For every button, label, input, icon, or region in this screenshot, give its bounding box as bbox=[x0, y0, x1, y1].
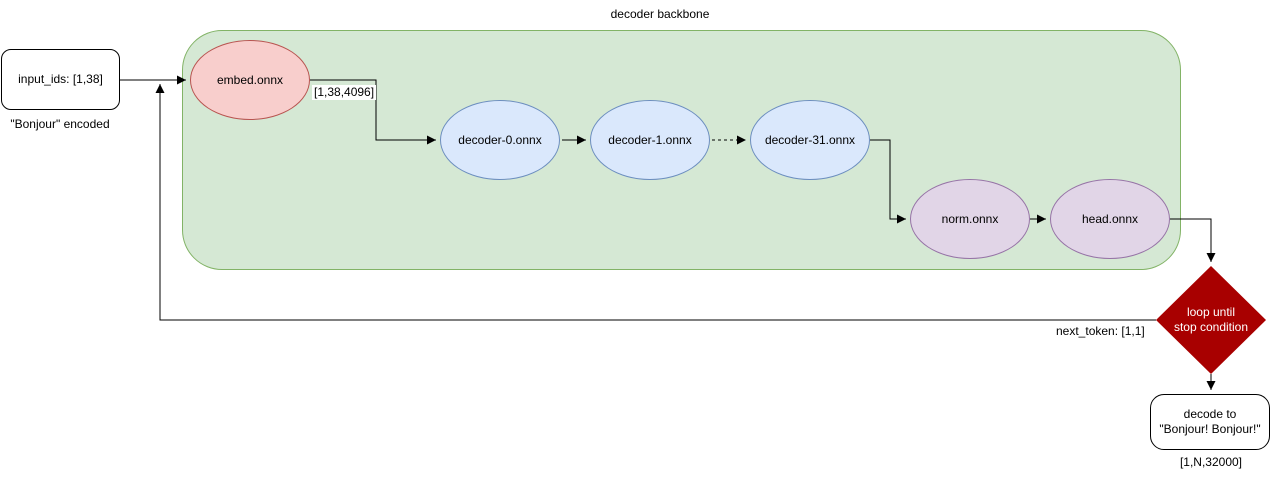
embed-label: embed.onnx bbox=[216, 73, 284, 87]
decode-label-line2: "Bonjour! Bonjour!" bbox=[1159, 422, 1261, 436]
decode-caption: [1,N,32000] bbox=[1179, 455, 1243, 469]
node-norm: norm.onnx bbox=[910, 179, 1030, 259]
edge-label-next-token: next_token: [1,1] bbox=[1056, 324, 1145, 338]
input-caption: "Bonjour" encoded bbox=[10, 117, 110, 131]
node-input-ids: input_ids: [1,38] bbox=[1, 49, 120, 110]
edge-label-embed-output: [1,38,4096] bbox=[312, 85, 377, 100]
node-head: head.onnx bbox=[1050, 179, 1170, 259]
loop-label-line1: loop until bbox=[1186, 305, 1236, 319]
decoder-1-label: decoder-1.onnx bbox=[608, 133, 692, 147]
node-embed: embed.onnx bbox=[190, 40, 310, 120]
edge-decoder31-to-norm bbox=[870, 139, 906, 224]
backbone-title: decoder backbone bbox=[610, 7, 710, 21]
node-decoder-0: decoder-0.onnx bbox=[440, 100, 560, 180]
edge-embed-to-decoder0 bbox=[310, 79, 436, 145]
loop-label-line2: stop condition bbox=[1173, 320, 1249, 334]
decoder-31-label: decoder-31.onnx bbox=[764, 133, 856, 147]
decoder-0-label: decoder-0.onnx bbox=[458, 133, 542, 147]
edge-loop-feedback bbox=[155, 84, 1156, 321]
node-decoder-1: decoder-1.onnx bbox=[590, 100, 710, 180]
node-decode-output: decode to "Bonjour! Bonjour!" bbox=[1150, 394, 1270, 450]
decode-label-line1: decode to bbox=[1183, 407, 1237, 421]
edge-head-to-loop bbox=[1170, 218, 1216, 262]
norm-label: norm.onnx bbox=[941, 212, 999, 226]
input-ids-label: input_ids: [1,38] bbox=[18, 72, 103, 86]
node-decoder-31: decoder-31.onnx bbox=[750, 100, 870, 180]
head-label: head.onnx bbox=[1081, 212, 1139, 226]
